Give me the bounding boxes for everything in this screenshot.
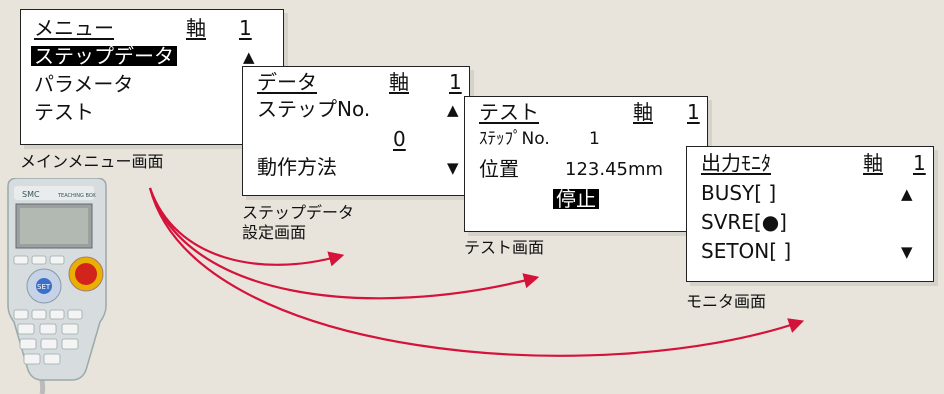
test-position-label: 位置: [479, 157, 519, 181]
step-data-step-label: ステップNo.: [257, 97, 371, 121]
arrow-to-monitor: [148, 187, 805, 357]
step-data-axis-label: 軸: [389, 70, 409, 94]
step-data-caption-line1: ステップデータ: [242, 203, 355, 222]
step-data-operation-label: 動作方法: [257, 155, 337, 179]
monitor-title: 出力ﾓﾆﾀ: [701, 151, 771, 175]
test-screen: テスト 軸 1 ｽﾃｯﾌﾟNo. 1 位置 123.45mm 停止: [464, 96, 708, 232]
scroll-down-icon: ▼: [901, 243, 913, 261]
monitor-busy: BUSY[ ]: [701, 181, 777, 205]
monitor-axis-num: 1: [913, 151, 926, 175]
step-data-axis-num: 1: [449, 70, 462, 94]
test-status: 停止: [553, 189, 599, 209]
step-data-screen: データ 軸 1 ステップNo. ▲ 0 動作方法 ▼: [242, 66, 470, 196]
pendant-set-key: SET: [37, 283, 51, 291]
step-data-step-value[interactable]: 0: [393, 127, 406, 151]
step-data-caption-line2: 設定画面: [242, 223, 307, 242]
main-menu-screen: メニュー 軸 1 ステップデータ ▲ パラメータ テスト: [20, 9, 284, 145]
test-title: テスト: [479, 100, 539, 124]
pendant-brand-text: SMC: [22, 190, 40, 199]
menu-item-parameter[interactable]: パラメータ: [34, 72, 134, 96]
menu-item-test[interactable]: テスト: [34, 100, 94, 124]
test-step-num: 1: [589, 129, 600, 149]
monitor-axis-label: 軸: [863, 151, 883, 175]
teaching-pendant-illustration: SMC TEACHING BOX SET: [7, 178, 107, 394]
monitor-seton: SETON[ ]: [701, 239, 792, 263]
test-caption: テスト画面: [464, 238, 545, 257]
monitor-caption: モニタ画面: [686, 292, 767, 311]
main-menu-axis-num: 1: [239, 16, 252, 40]
scroll-down-icon: ▼: [447, 159, 459, 177]
test-axis-num: 1: [687, 100, 700, 124]
scroll-up-icon: ▲: [243, 48, 255, 66]
main-menu-title: メニュー: [34, 16, 114, 40]
menu-item-step-data[interactable]: ステップデータ: [31, 46, 177, 66]
arrow-to-test: [148, 187, 540, 300]
main-menu-axis-label: 軸: [186, 16, 206, 40]
monitor-svre: SVRE[●]: [701, 210, 787, 234]
scroll-up-icon: ▲: [447, 101, 459, 119]
test-position-value: 123.45mm: [565, 159, 664, 180]
test-step-label: ｽﾃｯﾌﾟNo.: [479, 129, 550, 149]
main-menu-caption: メインメニュー画面: [20, 152, 164, 171]
scroll-up-icon: ▲: [901, 185, 913, 203]
step-data-caption: ステップデータ 設定画面: [242, 203, 354, 243]
monitor-screen: 出力ﾓﾆﾀ 軸 1 BUSY[ ] ▲ SVRE[●] SETON[ ] ▼: [686, 146, 934, 282]
pendant-model-text: TEACHING BOX: [57, 193, 96, 199]
test-axis-label: 軸: [633, 100, 653, 124]
step-data-title: データ: [257, 70, 317, 94]
